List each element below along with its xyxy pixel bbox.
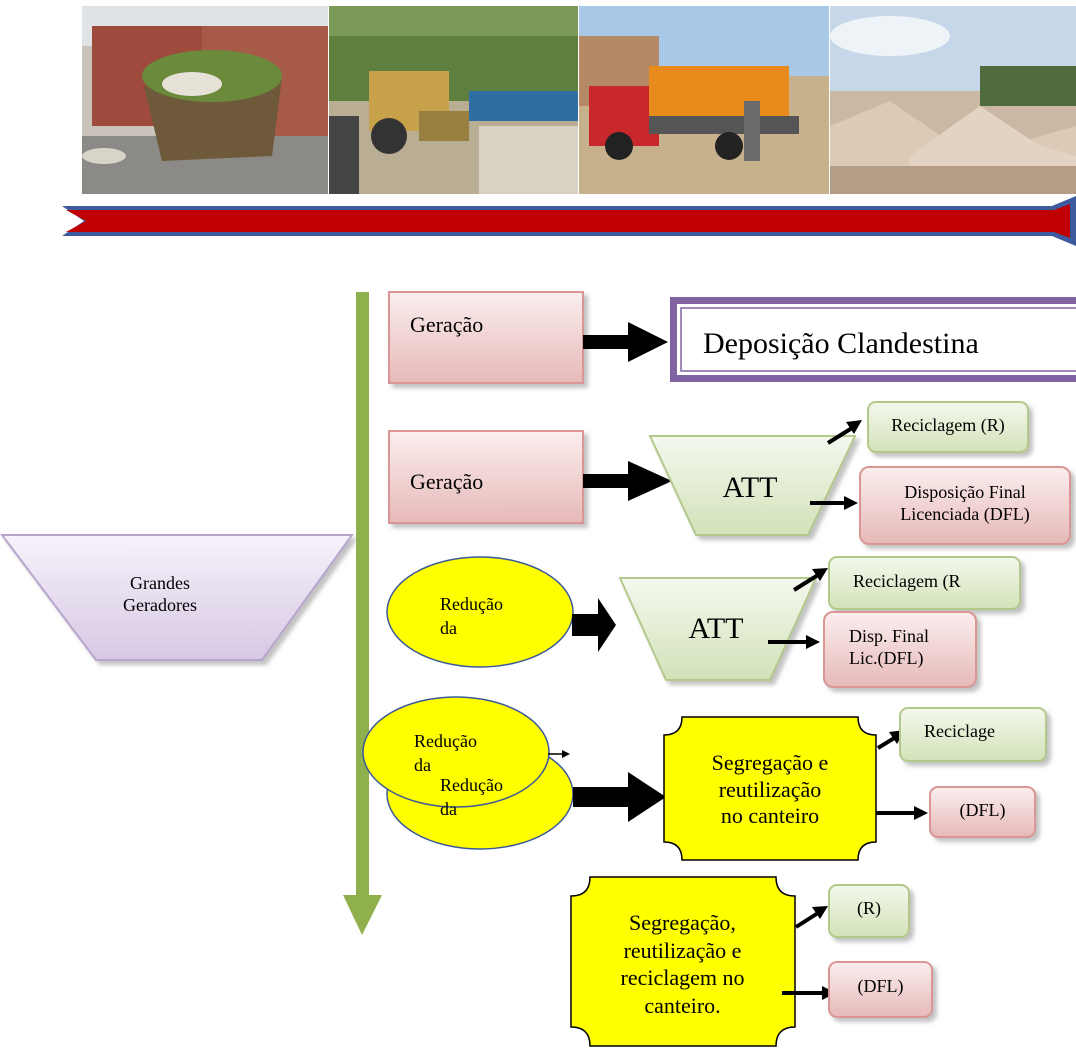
row1-target-label: Deposição Clandestina — [703, 327, 979, 360]
row3-arrow — [572, 598, 616, 652]
row3-recycling-label: Reciclagem (R — [853, 571, 961, 592]
vertical-green-arrow — [343, 292, 382, 935]
row5-source-ellipse — [362, 696, 550, 808]
row2-arrow — [583, 461, 672, 501]
timeline-arrow — [62, 196, 1076, 246]
row2-hub-label: ATT — [722, 471, 778, 504]
row4-hub-label: Segregação e reutilização no canteiro — [711, 750, 829, 829]
row1-source-box — [388, 291, 584, 384]
row5-hub-label: Segregação, reutilização e reciclagem no… — [620, 910, 745, 1018]
row5-source-label: Redução da — [414, 730, 477, 775]
row3-arrow-to-dfl — [768, 635, 820, 649]
row4-dfl-box — [929, 786, 1036, 838]
row2-arrow-to-r — [826, 420, 862, 445]
row3-recycling-box — [828, 556, 1021, 610]
row5-arrow — [548, 750, 570, 758]
row1-source-label: Geração — [410, 311, 484, 337]
row4-recycling-label: Reciclage — [924, 721, 995, 742]
row3-att-hub — [618, 577, 818, 681]
loader-photo — [329, 6, 578, 194]
row3-source-label: Redução da — [440, 593, 503, 638]
row2-recycling-label: Reciclagem (R) — [891, 415, 1005, 436]
row4-arrow — [573, 772, 666, 822]
row5-segregation-hub — [570, 876, 796, 1047]
row5-arrow-to-r — [794, 906, 828, 929]
row5-recycling-label: (R) — [857, 898, 881, 919]
row1-arrow — [583, 322, 668, 362]
row4-arrow-to-dfl — [876, 806, 928, 820]
row3-dfl-label: Disp. Final Lic.(DFL) — [849, 626, 930, 668]
row5-dfl-box — [828, 961, 933, 1018]
dumpster-photo — [82, 6, 328, 194]
truck-photo — [579, 6, 829, 194]
row5-dfl-label: (DFL) — [857, 976, 904, 997]
row4-segregation-hub — [663, 716, 877, 861]
sand-piles-photo — [830, 6, 1076, 194]
row4-source-label: Redução da — [440, 774, 503, 819]
grandes-geradores-label: Grandes Geradores — [123, 573, 197, 615]
row2-arrow-to-dfl — [810, 496, 858, 510]
row2-recycling-box — [867, 401, 1029, 453]
row5-recycling-box — [828, 884, 910, 938]
row3-dfl-box — [823, 611, 977, 688]
photo-strip — [82, 6, 1076, 194]
grandes-geradores-node — [0, 534, 354, 661]
row2-att-hub — [648, 435, 857, 536]
row3-arrow-to-r — [792, 568, 828, 592]
row2-dfl-box — [859, 466, 1071, 545]
row2-source-box — [388, 430, 584, 524]
row4-recycling-box — [899, 707, 1047, 762]
row4-dfl-label: (DFL) — [959, 800, 1006, 821]
row2-dfl-label: Disposição Final Licenciada (DFL) — [900, 482, 1030, 524]
row3-hub-label: ATT — [688, 612, 744, 645]
row3-source-ellipse — [386, 556, 574, 668]
row2-source-label: Geração — [410, 468, 484, 494]
